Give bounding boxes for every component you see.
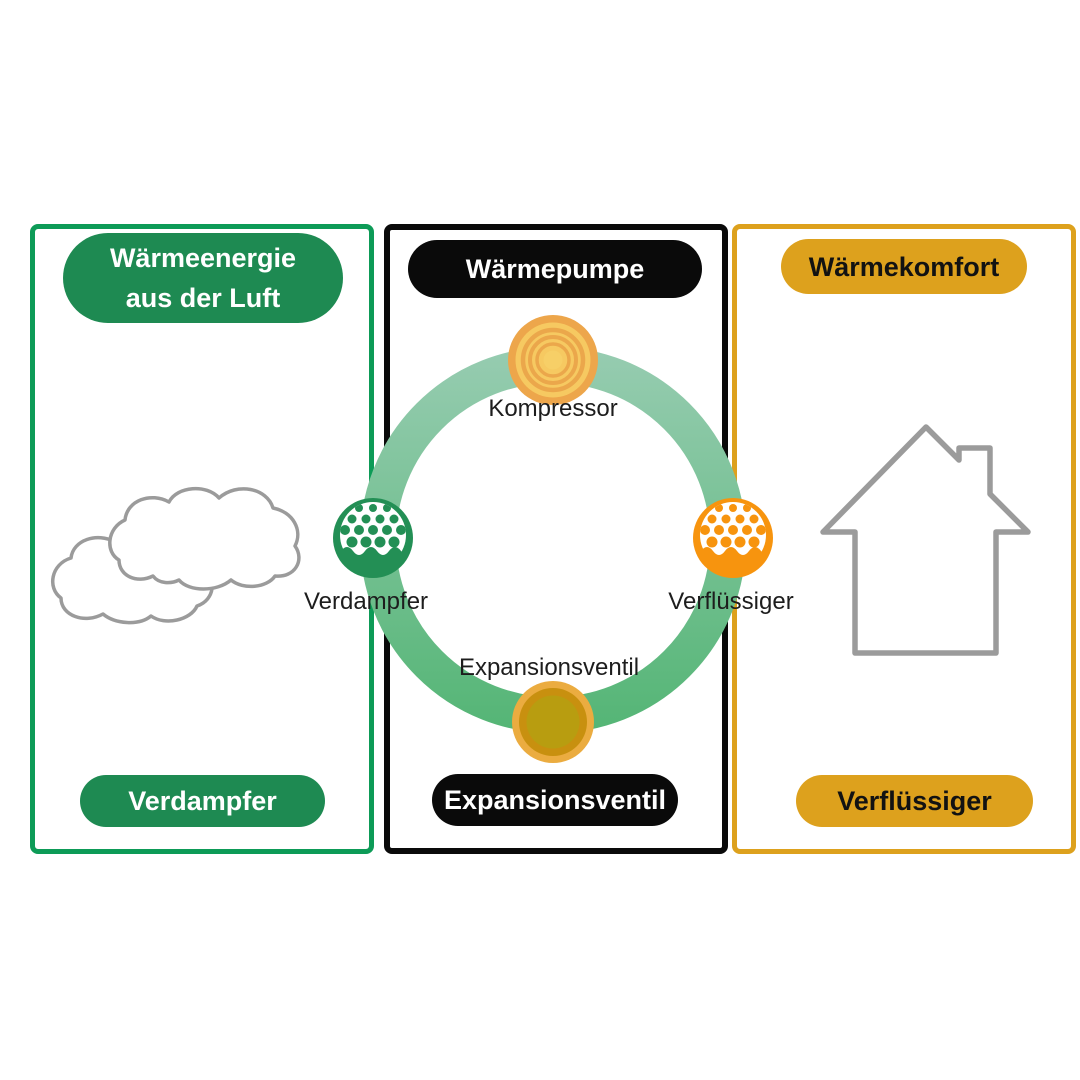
- panel-air-energy: Wärmeenergie aus der Luft Verdampfer: [30, 224, 374, 854]
- evaporator-pill: Verdampfer: [80, 775, 325, 827]
- expansion-valve-label: Expansionsventil: [458, 654, 640, 681]
- compressor-label: Kompressor: [488, 395, 618, 422]
- panel-heat-pump: Wärmepumpe Expansionsventil: [384, 224, 728, 854]
- heat-pump-pill: Wärmepumpe: [408, 240, 702, 298]
- air-energy-pill-line1: Wärmeenergie: [109, 243, 297, 273]
- house-icon: [820, 424, 1031, 656]
- evaporator-label: Verdampfer: [303, 588, 429, 615]
- panel-heat-comfort: Wärmekomfort Verflüssiger: [732, 224, 1076, 854]
- expansion-valve-pill: Expansionsventil: [432, 774, 678, 826]
- condenser-pill: Verflüssiger: [796, 775, 1033, 827]
- condenser-label: Verflüssiger: [668, 588, 794, 615]
- heat-comfort-pill: Wärmekomfort: [781, 239, 1027, 294]
- cloud-icon: [50, 486, 301, 625]
- air-energy-pill: Wärmeenergie aus der Luft: [63, 233, 343, 323]
- air-energy-pill-line2: aus der Luft: [125, 283, 281, 313]
